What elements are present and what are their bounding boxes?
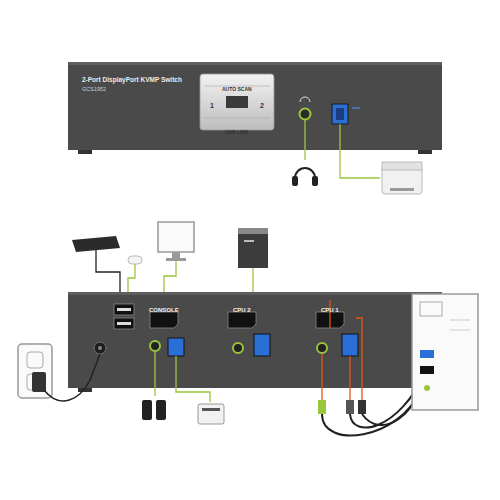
button-label-wrap: AUTO SCAN xyxy=(222,77,252,95)
port-number-wrap: 1 xyxy=(210,94,214,112)
port-label: CPU 1 xyxy=(321,307,339,314)
model-number: GCS1952 xyxy=(82,86,106,92)
port-label-wrap: CPU 1 xyxy=(321,298,339,316)
port-label-wrap: CONSOLE xyxy=(149,298,179,316)
button-panel: AUTO SCAN12USB LINK xyxy=(200,74,274,130)
product-name: 2-Port DisplayPort KVMP Switch xyxy=(82,76,182,83)
button-label: AUTO SCAN xyxy=(222,87,252,93)
port-number: 1 xyxy=(210,102,214,110)
port-label-wrap: CPU 2 xyxy=(233,298,251,316)
product-name-wrap: 2-Port DisplayPort KVMP Switch xyxy=(82,68,182,86)
port-number-wrap: 2 xyxy=(260,94,264,112)
model-number-wrap: GCS1952 xyxy=(82,77,106,95)
front-panel: 2-Port DisplayPort KVMP SwitchGCS1952 AUT… xyxy=(68,62,442,150)
port-label: CONSOLE xyxy=(149,307,179,314)
button-label: USB LINK xyxy=(225,130,249,136)
port-number: 2 xyxy=(260,102,264,110)
port-label: CPU 2 xyxy=(233,307,251,314)
rear-panel: CONSOLE CPU 2 CPU 1 xyxy=(68,292,442,388)
button-label-wrap: USB LINK xyxy=(225,120,249,138)
